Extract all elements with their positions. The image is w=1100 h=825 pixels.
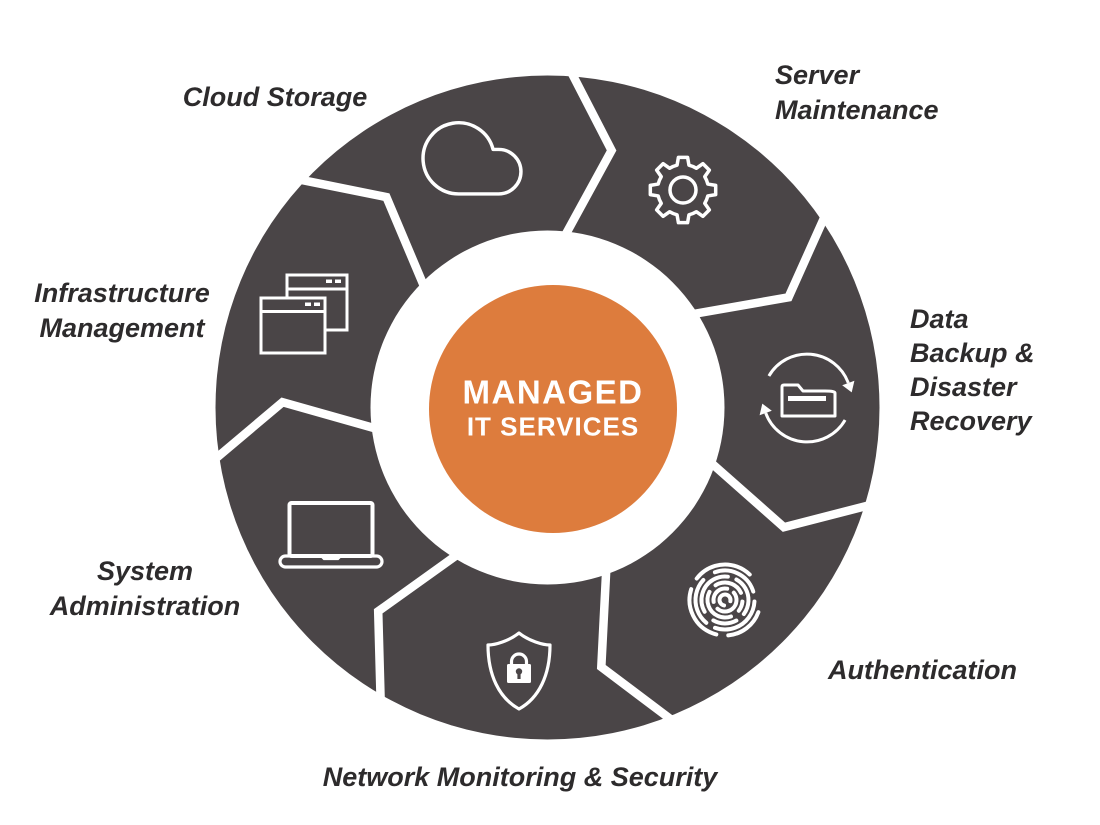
segment-dividers [198,53,888,735]
label-network-monitoring-security: Network Monitoring & Security [322,762,718,792]
label-data-backup-disaster-recovery: Data Backup & Disaster Recovery [910,304,1035,436]
lock-shackle [509,652,529,664]
browser-windows-icon [259,273,349,355]
lock-keyhole-stem [517,672,521,679]
center-title: MANAGED IT SERVICES [463,374,644,442]
shield-outline [486,631,552,711]
label-server-maintenance: Server Maintenance [775,60,939,125]
laptop-base [278,554,384,569]
sync-arrowhead [759,403,772,416]
center-title-line1: MANAGED [462,373,644,411]
segment-divider [281,171,437,310]
front-window [259,296,327,355]
gear-icon [648,155,718,225]
backup-sync-folder-icon [759,352,855,444]
segment-divider [373,538,479,718]
lock-keyhole [515,668,523,675]
center-title-line2: IT SERVICES [466,411,640,442]
label-system-administration: System Administration [49,556,241,621]
label-infrastructure-management: Infrastructure Management [34,278,210,343]
gear-icon-path [648,155,718,225]
folder-outline [780,383,837,418]
label-authentication: Authentication [828,655,1017,685]
fingerprint-icon [687,562,763,638]
segment-divider [550,53,617,258]
segment-divider [596,546,689,735]
segment-divider [691,444,888,532]
center-circle [429,285,677,533]
segment-divider [669,198,836,323]
gear-hub [668,175,698,205]
laptop-icon [278,501,384,569]
laptop-notch [320,555,342,561]
label-cloud-storage: Cloud Storage [182,82,368,112]
shield-lock-icon [486,631,552,711]
segment-divider [198,397,400,475]
folder-flap [788,396,826,401]
sync-arrowhead [842,380,855,393]
cloud-icon [421,121,523,196]
